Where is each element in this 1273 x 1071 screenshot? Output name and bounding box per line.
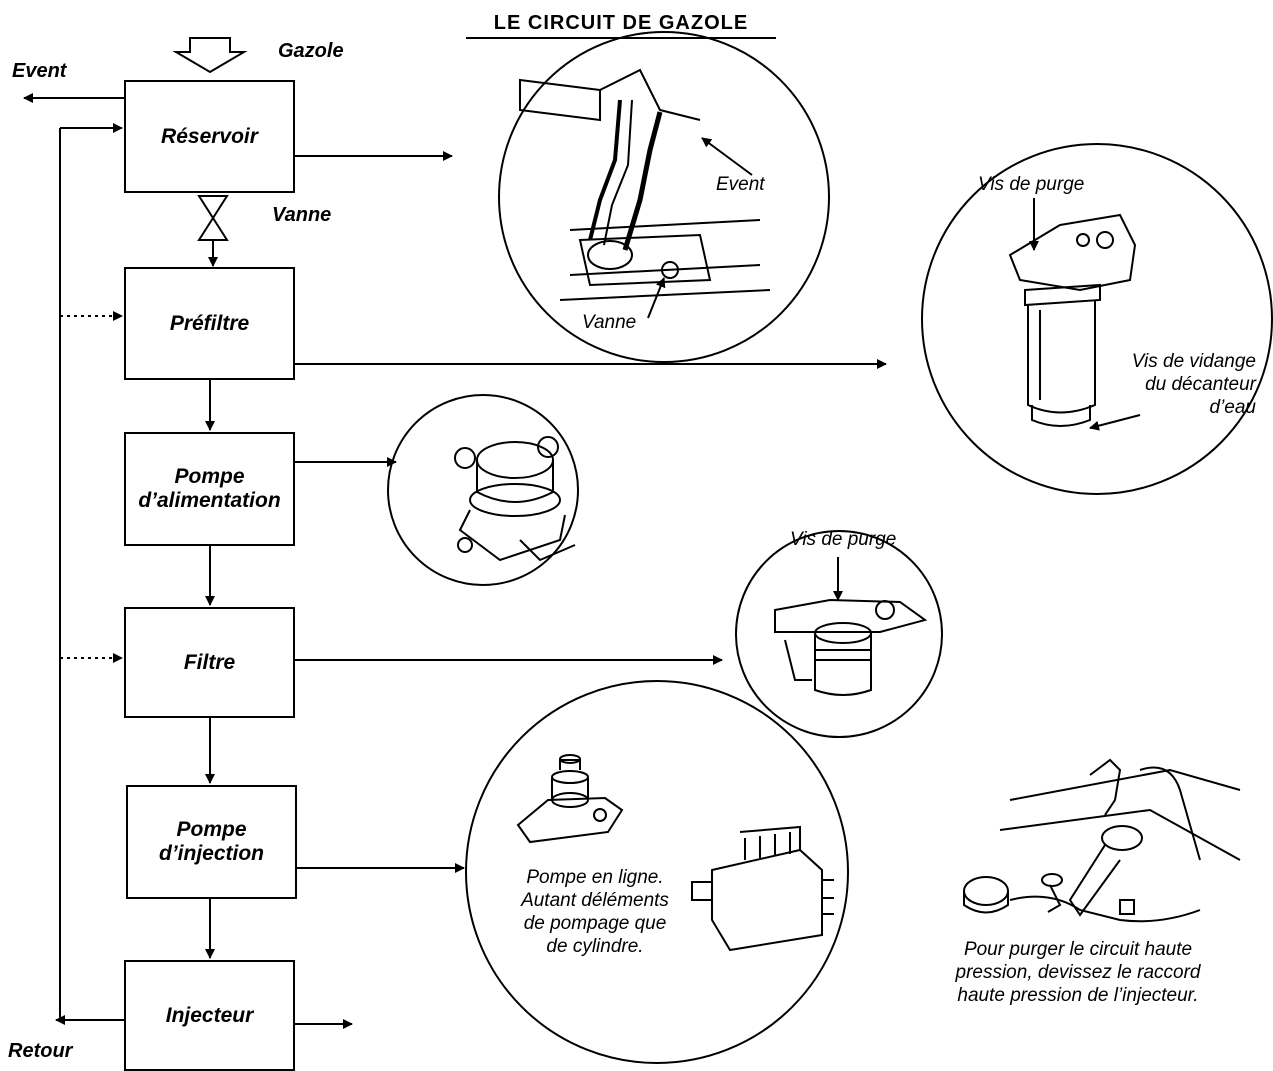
injecteur-box: Injecteur xyxy=(124,960,295,1071)
reservoir-detail-circle xyxy=(498,31,830,363)
pompe-alim-illustration xyxy=(454,436,576,562)
prefiltre-vidange-line-1: Vis de vidange xyxy=(1131,351,1256,372)
pompe-injection-detail-circle xyxy=(465,680,849,1064)
prefiltre-vidange-line-2: du décanteur xyxy=(1145,374,1256,395)
injecteur-box-label: Injecteur xyxy=(165,1003,254,1027)
pompe-alimentation-label-2: d’alimentation xyxy=(138,489,281,512)
prefiltre-illustration xyxy=(1008,198,1141,431)
filtre-box-label: Filtre xyxy=(183,650,236,674)
pompe-injection-illustration xyxy=(516,754,834,952)
reservoir-illustration xyxy=(519,68,771,319)
pompe-injection-caption-line-4: de cylindre. xyxy=(546,936,644,957)
vanne-label: Vanne xyxy=(272,204,332,226)
pompe-injection-caption-line-1: Pompe en ligne. xyxy=(526,867,664,888)
pompe-alim-detail-circle xyxy=(387,394,579,586)
pompe-injection-caption: Pompe en ligne. Autant déléments de pomp… xyxy=(500,866,690,958)
pompe-injection-caption-line-2: Autant déléments xyxy=(521,890,669,911)
reservoir-detail-vanne-label: Vanne xyxy=(582,312,637,333)
filtre-detail-circle xyxy=(735,530,943,738)
reservoir-detail-event-label: Event xyxy=(716,174,765,195)
injecteur-caption-line-1: Pour purger le circuit haute xyxy=(963,939,1193,960)
pompe-injection-label-1: Pompe xyxy=(176,818,247,841)
reservoir-box-label: Réservoir xyxy=(161,124,258,148)
reservoir-box: Réservoir xyxy=(124,80,295,193)
pompe-alimentation-box: Pompe d’alimentation xyxy=(124,432,295,546)
filtre-illustration xyxy=(774,557,928,696)
pompe-injection-caption-line-3: de pompage que xyxy=(523,913,667,934)
prefiltre-vidange-line-3: d’eau xyxy=(1209,397,1257,418)
injecteur-caption: Pour purger le circuit haute pression, d… xyxy=(928,938,1228,1007)
retour-label: Retour xyxy=(8,1040,73,1062)
prefiltre-box-label: Préfiltre xyxy=(169,311,250,335)
vanne-valve-symbol xyxy=(197,195,229,241)
injecteur-caption-line-2: pression, devissez le raccord xyxy=(955,962,1201,983)
gazole-label: Gazole xyxy=(278,40,344,62)
prefiltre-detail-circle xyxy=(921,143,1273,495)
gazole-inlet-arrow xyxy=(172,37,248,74)
filtre-box: Filtre xyxy=(124,607,295,718)
prefiltre-vidange-caption: Vis de vidange du décanteur d’eau xyxy=(1090,350,1256,419)
injecteur-caption-line-3: haute pression de l’injecteur. xyxy=(957,985,1199,1006)
filtre-vis-purge-label: Vis de purge xyxy=(790,529,897,550)
pompe-injection-label-2: d’injection xyxy=(159,842,264,865)
event-label: Event xyxy=(12,60,67,82)
injecteur-illustration xyxy=(963,758,1241,923)
pompe-alimentation-label-1: Pompe xyxy=(174,465,245,488)
prefiltre-vis-purge-label: Vis de purge xyxy=(978,174,1085,195)
pompe-injection-box: Pompe d’injection xyxy=(126,785,297,899)
prefiltre-box: Préfiltre xyxy=(124,267,295,380)
